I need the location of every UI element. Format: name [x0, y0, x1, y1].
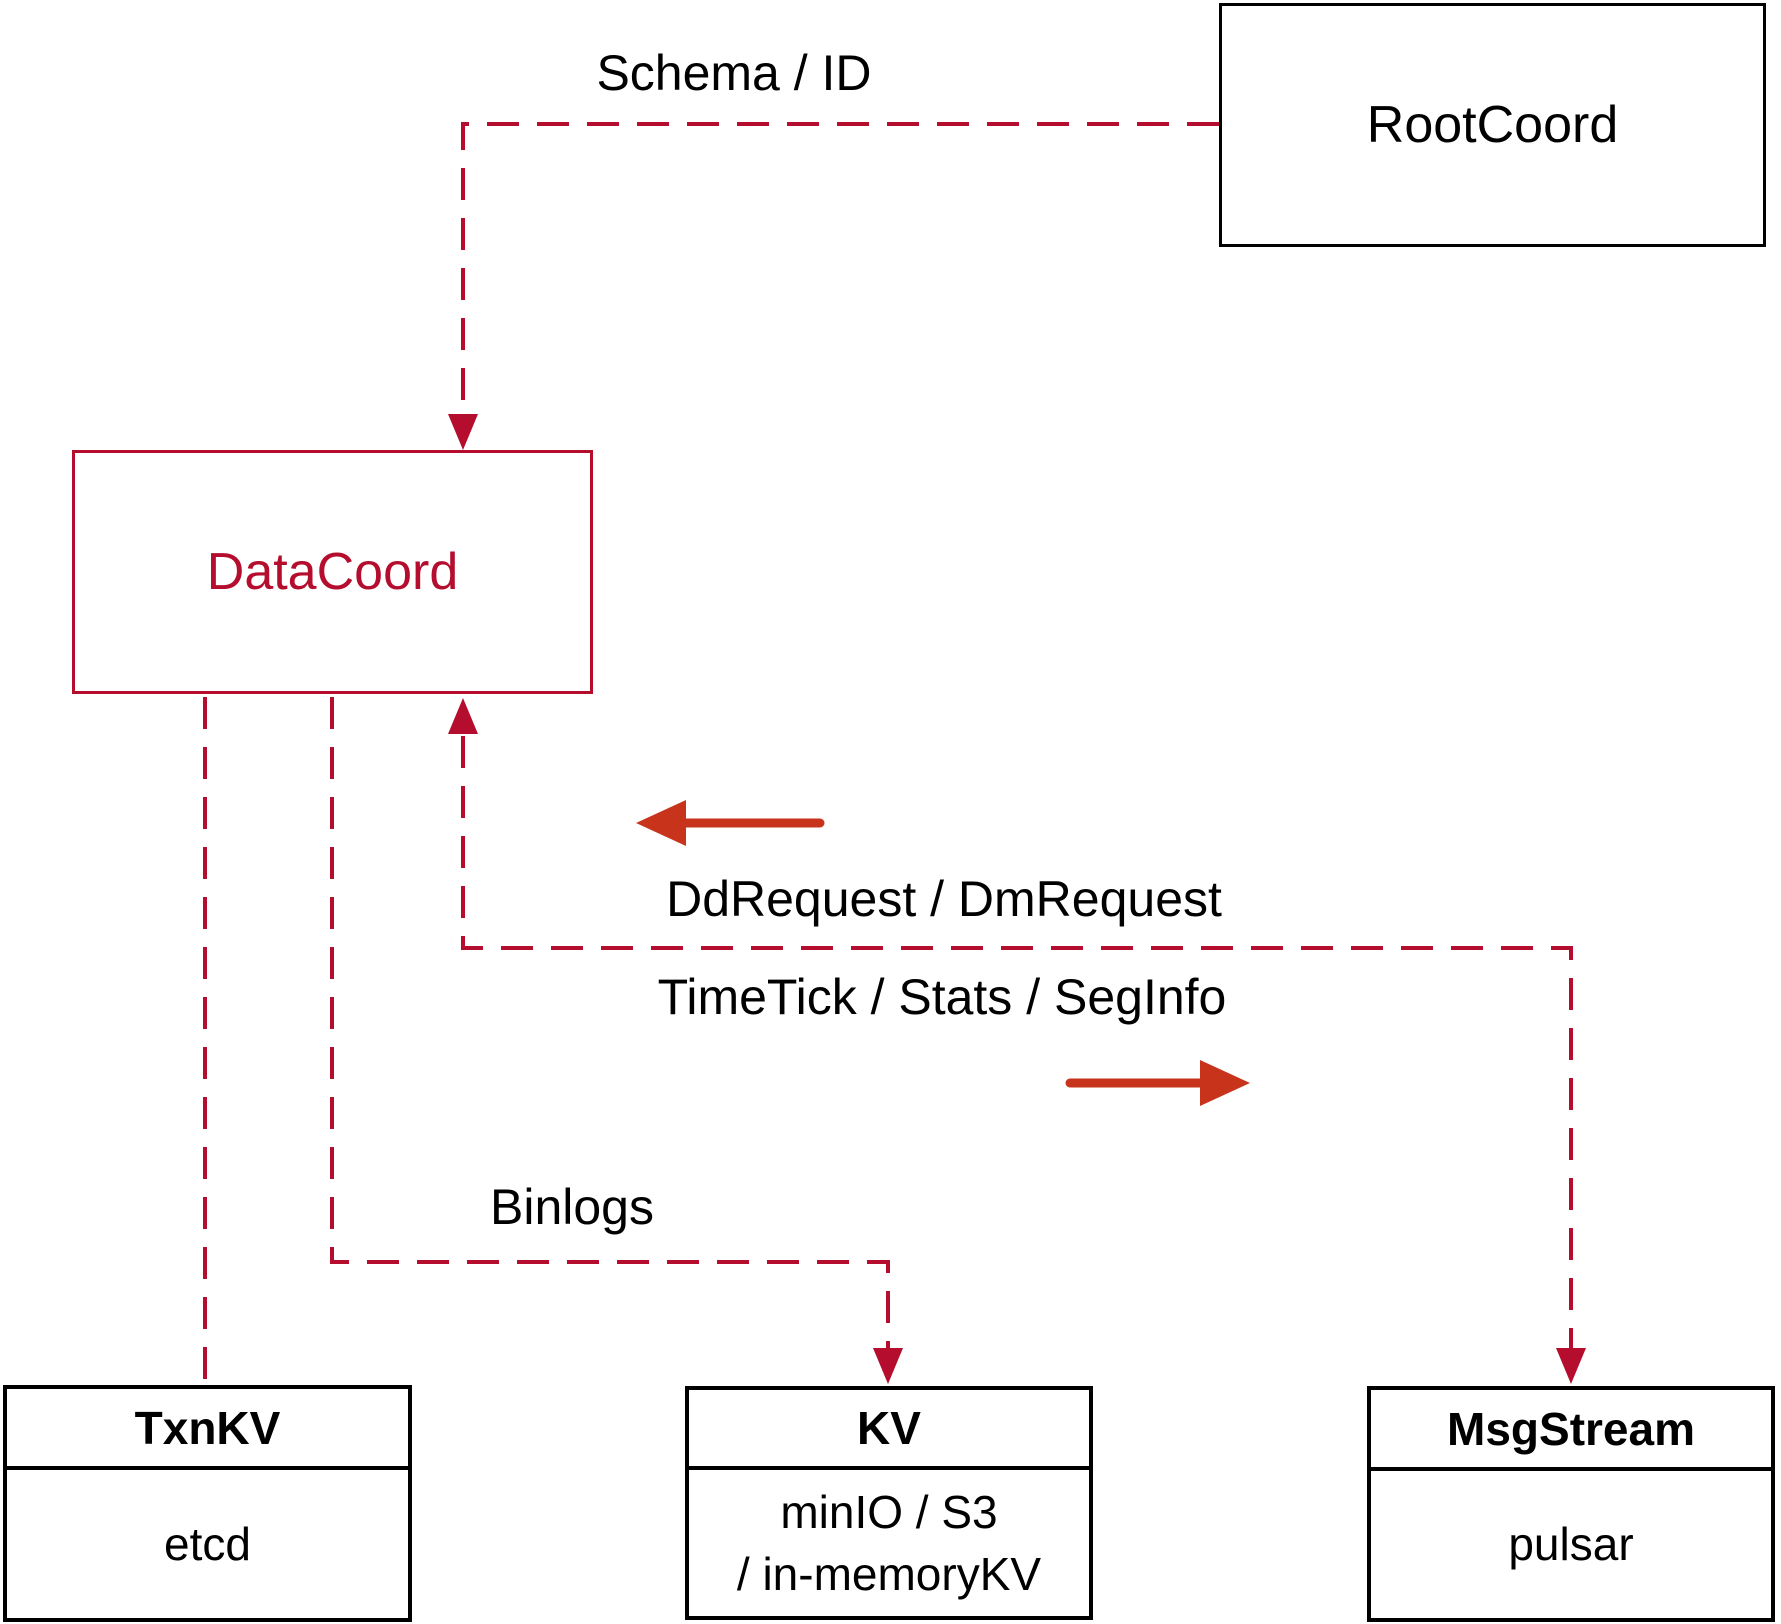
- edge-msgstream-arrowhead-down: [1556, 1348, 1586, 1384]
- node-msgstream-title: MsgStream: [1371, 1390, 1771, 1471]
- edge-binlogs-arrowhead-down: [873, 1348, 903, 1384]
- edge-msgstream-arrowhead-up: [448, 698, 478, 734]
- node-datacoord-label: DataCoord: [206, 543, 459, 601]
- node-msgstream-body: pulsar: [1508, 1518, 1634, 1571]
- edge-label-time-tick: TimeTick / Stats / SegInfo: [657, 969, 1227, 1025]
- edge-label-binlogs: Binlogs: [490, 1179, 654, 1235]
- edge-label-schema-id: Schema / ID: [596, 45, 872, 101]
- node-txnkv-title: TxnKV: [7, 1389, 408, 1470]
- node-kv-body-line2: / in-memoryKV: [736, 1548, 1042, 1600]
- node-kv-body-line1: minIO / S3: [780, 1485, 998, 1538]
- edge-msgstream-line: [461, 736, 1573, 1348]
- node-kv: KV minIO / S3 / in-memoryKV: [685, 1386, 1093, 1620]
- node-kv-body: minIO / S3 / in-memoryKV: [689, 1470, 1089, 1616]
- edge-binlogs-line: [330, 697, 890, 1348]
- edge-schema-id-arrowhead-down: [448, 414, 478, 450]
- node-msgstream: MsgStream pulsar: [1367, 1386, 1775, 1622]
- edge-schema-id-line: [461, 122, 1219, 436]
- node-datacoord: DataCoord: [72, 450, 593, 694]
- edge-label-dd-request: DdRequest / DmRequest: [666, 871, 1222, 927]
- right-direction-arrow: [1065, 1060, 1250, 1106]
- node-rootcoord: RootCoord: [1219, 3, 1766, 247]
- node-txnkv-body: etcd: [164, 1517, 251, 1570]
- node-txnkv: TxnKV etcd: [3, 1385, 412, 1622]
- left-direction-arrow: [636, 800, 825, 846]
- node-rootcoord-label: RootCoord: [1366, 96, 1619, 154]
- node-kv-title: KV: [689, 1390, 1089, 1470]
